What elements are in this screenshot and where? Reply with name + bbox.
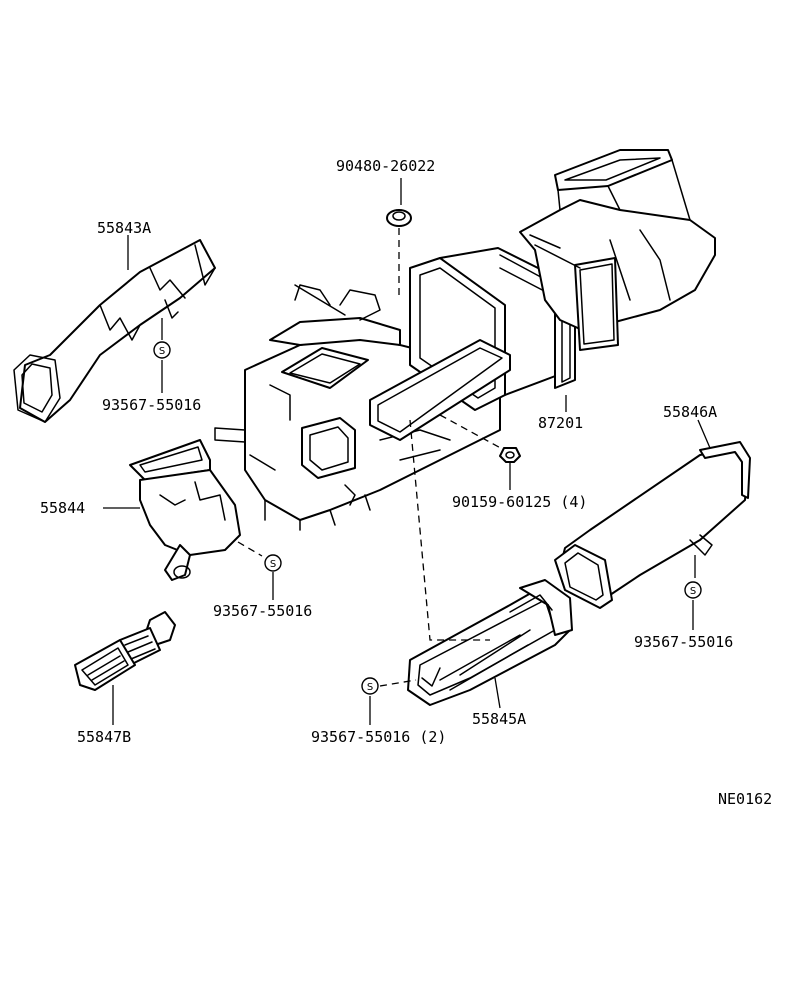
label-90159-60125: 90159-60125 (4) [452, 493, 587, 511]
grommet-90480 [386, 178, 412, 300]
screw-symbol-b: S [264, 554, 282, 572]
screw-symbol-c: S [684, 581, 702, 599]
leader-55845A [494, 677, 501, 709]
label-55844: 55844 [40, 499, 85, 517]
duct-55846A [554, 441, 751, 609]
label-93567-55016-a: 93567-55016 [102, 396, 201, 414]
diagram-code: NE0162 [718, 790, 772, 808]
blower-housing [519, 149, 716, 351]
bolt-90159 [499, 447, 521, 480]
label-55845A: 55845A [472, 710, 526, 728]
duct-55844 [129, 439, 241, 581]
leader-screw-55845A [379, 679, 417, 687]
svg-text:S: S [367, 682, 373, 693]
label-55846A: 55846A [663, 403, 717, 421]
svg-text:S: S [690, 586, 696, 597]
evaporator-frame-87201 [369, 247, 576, 453]
leader-screw-55844 [237, 541, 263, 557]
label-87201: 87201 [538, 414, 583, 432]
screw-symbol-a: S [153, 341, 171, 359]
duct-55845A [407, 579, 573, 706]
label-55847B: 55847B [77, 728, 131, 746]
label-55843A: 55843A [97, 219, 151, 237]
leader-55846A [697, 419, 711, 449]
svg-text:S: S [159, 346, 165, 357]
duct-55843A [13, 239, 216, 423]
label-93567-55016-d: 93567-55016 (2) [311, 728, 446, 746]
screw-symbol-d: S [361, 677, 379, 695]
duct-55847B [74, 611, 176, 691]
label-93567-55016-c: 93567-55016 [634, 633, 733, 651]
label-93567-55016-b: 93567-55016 [213, 602, 312, 620]
svg-text:S: S [270, 559, 276, 570]
label-90480-26022: 90480-26022 [336, 157, 435, 175]
